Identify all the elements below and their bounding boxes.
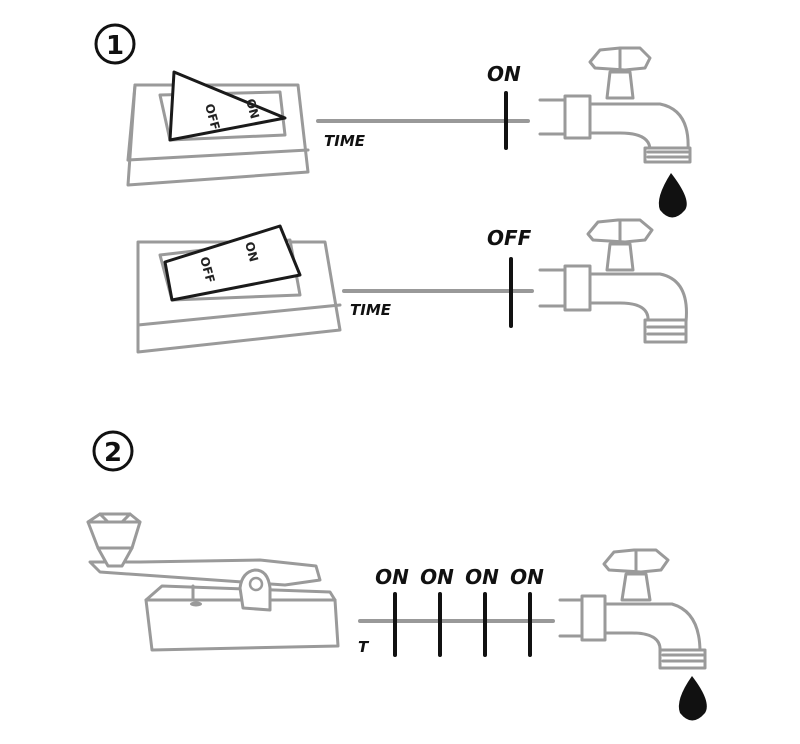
time-label-2: TIME xyxy=(350,301,392,319)
telegraph-key xyxy=(86,512,340,652)
state-label-on: ON xyxy=(487,62,521,86)
rocker-switch-on: OFF ON xyxy=(126,70,310,187)
faucet-3 xyxy=(558,548,707,670)
switch-off-label: OFF xyxy=(197,255,217,284)
faucet-1 xyxy=(538,46,692,164)
water-drop-3 xyxy=(678,676,707,721)
pulse-label: ON xyxy=(465,565,499,589)
switch-off-label: OFF xyxy=(202,102,222,131)
section-2-marker: 2 xyxy=(92,430,134,472)
pulse-label: ON xyxy=(420,565,454,589)
switch-on-label: ON xyxy=(242,240,261,263)
water-drop-1 xyxy=(658,173,687,218)
state-label-off: OFF xyxy=(487,226,532,250)
time-label-3: T xyxy=(358,638,370,656)
section-1-number: 1 xyxy=(106,31,124,61)
timeline-3: ON ON ON ON T xyxy=(358,565,555,657)
pulse-label: ON xyxy=(375,565,409,589)
rocker-switch-off: OFF ON xyxy=(136,224,342,354)
pulse-markers: ON ON ON ON xyxy=(375,565,544,657)
timeline-1: TIME ON xyxy=(316,62,530,150)
switch-on-label: ON xyxy=(243,97,262,120)
timeline-2: TIME OFF xyxy=(342,226,534,328)
section-2-number: 2 xyxy=(104,438,122,468)
time-label-1: TIME xyxy=(324,132,366,150)
section-1-marker: 1 xyxy=(94,23,136,65)
faucet-2 xyxy=(538,218,688,344)
pulse-label: ON xyxy=(510,565,544,589)
